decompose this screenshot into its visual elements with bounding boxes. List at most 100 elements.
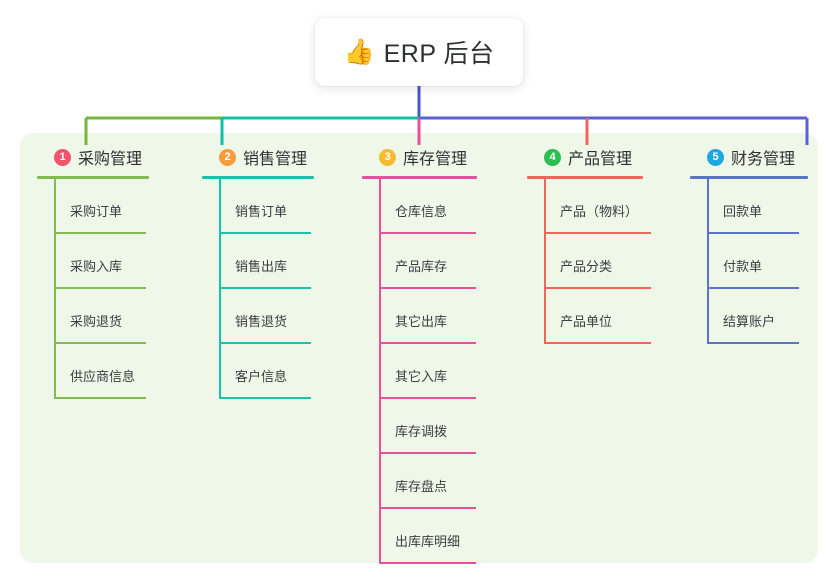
branch-items-2: 销售订单销售出库销售退货客户信息: [202, 179, 314, 399]
branch-title-3: 库存管理: [403, 151, 468, 168]
leaf-item-label: 回款单: [723, 204, 763, 219]
leaf-item-underline: [54, 287, 146, 289]
branch-header-3[interactable]: 3 库存管理: [362, 145, 477, 169]
branch-underline-5: [690, 176, 808, 179]
leaf-item-underline: [379, 287, 476, 289]
leaf-item[interactable]: 采购退货: [37, 289, 149, 344]
leaf-item-underline: [219, 397, 311, 399]
leaf-item[interactable]: 供应商信息: [37, 344, 149, 399]
leaf-item-underline: [219, 232, 311, 234]
branch-badge-5: 5: [707, 148, 724, 166]
leaf-item-label: 供应商信息: [70, 369, 136, 384]
branch-column-4: 4 产品管理产品（物料） 产品分类产品单位: [527, 145, 651, 344]
leaf-item-underline: [707, 232, 799, 234]
branch-column-1: 1 采购管理采购订单采购入库采购退货供应商信息: [37, 145, 149, 399]
leaf-item-underline: [379, 232, 476, 234]
leaf-item[interactable]: 库存调拨: [362, 399, 477, 454]
leaf-item[interactable]: 销售退货: [202, 289, 314, 344]
branch-underline-4: [527, 176, 643, 179]
leaf-item-underline: [54, 397, 146, 399]
leaf-item-underline: [54, 342, 146, 344]
branch-title-5: 财务管理: [731, 151, 796, 168]
leaf-item-label: 采购退货: [70, 314, 123, 329]
branch-title-1: 采购管理: [78, 151, 143, 168]
leaf-item[interactable]: 其它入库: [362, 344, 477, 399]
leaf-item[interactable]: 销售出库: [202, 234, 314, 289]
branch-badge-4: 4: [544, 148, 561, 166]
thumbs-up-icon: 👍: [343, 37, 375, 66]
leaf-item[interactable]: 客户信息: [202, 344, 314, 399]
leaf-item-underline: [544, 342, 651, 344]
leaf-item-underline: [219, 287, 311, 289]
leaf-item[interactable]: 采购订单: [37, 179, 149, 234]
branch-header-4[interactable]: 4 产品管理: [527, 145, 643, 169]
branch-title-4: 产品管理: [568, 151, 633, 168]
leaf-item-label: 产品分类: [560, 259, 613, 274]
leaf-item-underline: [379, 397, 476, 399]
leaf-item-underline: [707, 287, 799, 289]
branch-spine-5: [707, 179, 709, 344]
leaf-item[interactable]: 产品单位: [527, 289, 651, 344]
leaf-item-label: 产品（物料）: [560, 204, 639, 219]
leaf-item-label: 销售出库: [235, 259, 288, 274]
branch-badge-2: 2: [219, 148, 236, 166]
mindmap-panel: [20, 133, 818, 563]
leaf-item-label: 库存调拨: [395, 424, 448, 439]
branch-title-2: 销售管理: [243, 151, 308, 168]
leaf-item-label: 库存盘点: [395, 479, 448, 494]
leaf-item[interactable]: 采购入库: [37, 234, 149, 289]
leaf-item-underline: [379, 342, 476, 344]
leaf-item[interactable]: 产品库存: [362, 234, 477, 289]
branch-spine-1: [54, 179, 56, 399]
leaf-item-label: 仓库信息: [395, 204, 448, 219]
leaf-item-label: 销售退货: [235, 314, 288, 329]
branch-header-5[interactable]: 5 财务管理: [690, 145, 808, 169]
leaf-item[interactable]: 回款单: [690, 179, 808, 234]
leaf-item-underline: [707, 342, 799, 344]
leaf-item-underline: [379, 562, 476, 564]
leaf-item-underline: [544, 232, 651, 234]
leaf-item-label: 采购订单: [70, 204, 123, 219]
leaf-item-label: 出库库明细: [395, 534, 461, 549]
leaf-item-label: 其它入库: [395, 369, 448, 384]
branch-items-4: 产品（物料） 产品分类产品单位: [527, 179, 651, 344]
branch-items-1: 采购订单采购入库采购退货供应商信息: [37, 179, 149, 399]
leaf-item[interactable]: 结算账户: [690, 289, 808, 344]
leaf-item[interactable]: 其它出库: [362, 289, 477, 344]
leaf-item-underline: [544, 287, 651, 289]
leaf-item[interactable]: 付款单: [690, 234, 808, 289]
leaf-item-label: 产品单位: [560, 314, 613, 329]
leaf-item-label: 产品库存: [395, 259, 448, 274]
branch-items-3: 仓库信息产品库存其它出库其它入库库存调拨库存盘点出库库明细: [362, 179, 477, 564]
leaf-item-underline: [379, 452, 476, 454]
branch-spine-4: [544, 179, 546, 344]
leaf-item[interactable]: 产品（物料）: [527, 179, 651, 234]
branch-header-2[interactable]: 2 销售管理: [202, 145, 314, 169]
leaf-item-label: 其它出库: [395, 314, 448, 329]
branch-badge-3: 3: [379, 148, 396, 166]
leaf-item-underline: [379, 507, 476, 509]
branch-column-2: 2 销售管理销售订单销售出库销售退货客户信息: [202, 145, 314, 399]
leaf-item[interactable]: 库存盘点: [362, 454, 477, 509]
branch-items-5: 回款单付款单结算账户: [690, 179, 808, 344]
leaf-item-label: 销售订单: [235, 204, 288, 219]
leaf-item-label: 结算账户: [723, 314, 776, 329]
leaf-item-underline: [54, 232, 146, 234]
leaf-item[interactable]: 仓库信息: [362, 179, 477, 234]
root-node-title: ERP 后台: [383, 40, 495, 68]
branch-badge-1: 1: [54, 148, 71, 166]
leaf-item[interactable]: 产品分类: [527, 234, 651, 289]
leaf-item-label: 采购入库: [70, 259, 123, 274]
branch-underline-3: [362, 176, 477, 179]
leaf-item[interactable]: 销售订单: [202, 179, 314, 234]
branch-column-5: 5 财务管理回款单付款单结算账户: [690, 145, 808, 344]
branch-spine-2: [219, 179, 221, 399]
branch-column-3: 3 库存管理仓库信息产品库存其它出库其它入库库存调拨库存盘点出库库明细: [362, 145, 477, 564]
root-node-card[interactable]: 👍 ERP 后台: [315, 18, 523, 86]
branch-header-1[interactable]: 1 采购管理: [37, 145, 149, 169]
leaf-item[interactable]: 出库库明细: [362, 509, 477, 564]
branch-spine-3: [379, 179, 381, 564]
leaf-item-underline: [219, 342, 311, 344]
